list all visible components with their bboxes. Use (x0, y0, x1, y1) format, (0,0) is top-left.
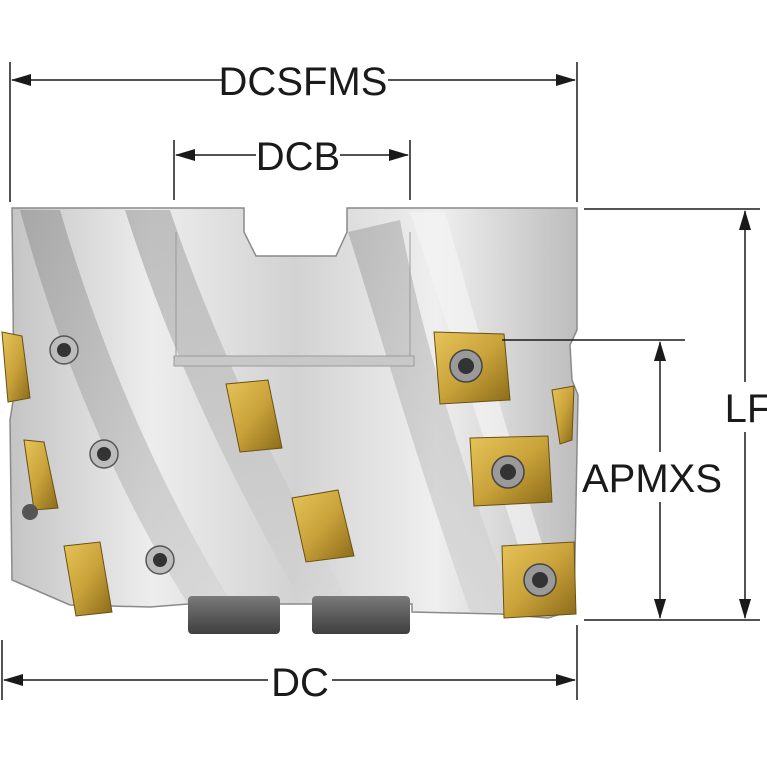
helical-flute (410, 212, 560, 612)
insert (291, 489, 355, 563)
torx-screw-icon (89, 439, 119, 469)
dimension-labels: DCSFMS DCB LF APMXS DC (219, 60, 767, 705)
dimension-label-dcb: DCB (256, 135, 340, 179)
dimension-label-apmxs: APMXS (582, 457, 722, 501)
body-groove (173, 355, 415, 367)
insert (1, 331, 31, 403)
torx-screw-icon (22, 504, 38, 520)
insert (63, 541, 113, 617)
dimension-label-dc: DC (271, 661, 329, 705)
torx-screw-icon (523, 563, 557, 597)
torx-screw-icon (491, 455, 525, 489)
insert (225, 379, 283, 453)
helical-flute (20, 210, 230, 604)
dimension-lines (1, 62, 760, 700)
insert (23, 439, 59, 511)
torx-screw-icon (145, 545, 175, 575)
insert (551, 385, 575, 445)
dimension-label-lf: LF (725, 387, 767, 431)
torx-screw-icon (49, 335, 79, 365)
cutter-body (9, 207, 579, 634)
dimension-label-dcsfms: DCSFMS (219, 60, 388, 104)
torx-screw-icon (449, 349, 483, 383)
insert-screws (22, 335, 557, 597)
helical-flute (348, 220, 515, 612)
drive-key (188, 596, 280, 634)
drive-key (312, 596, 410, 634)
